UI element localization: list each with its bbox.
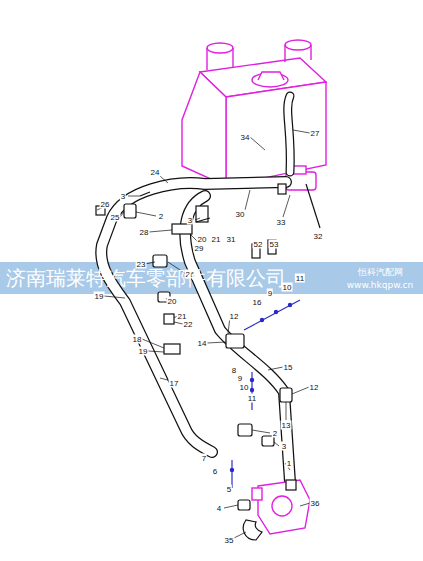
callout-number: 31 bbox=[226, 235, 237, 244]
callout-number: 3 bbox=[187, 216, 193, 225]
callout-number: 19 bbox=[94, 292, 105, 301]
callout-number: 12 bbox=[309, 383, 320, 392]
callout-number: 11 bbox=[247, 394, 257, 403]
callout-number: 21 bbox=[211, 235, 222, 244]
callout-number: 25 bbox=[110, 213, 121, 222]
leader-lines bbox=[97, 130, 310, 538]
callout-number: 6 bbox=[212, 467, 218, 476]
callout-number: 24 bbox=[150, 168, 161, 177]
fuel-pump bbox=[252, 480, 310, 534]
callout-number: 22 bbox=[183, 320, 194, 329]
watermark: www.hkqpw.cn bbox=[347, 280, 414, 291]
callout-number: 2 bbox=[272, 429, 278, 438]
fuel-tank bbox=[182, 40, 326, 190]
callout-number: 9 bbox=[237, 374, 243, 383]
callout-number: 32 bbox=[313, 232, 324, 241]
callout-number: 2 bbox=[158, 212, 164, 221]
callout-number: 1 bbox=[286, 459, 292, 468]
callout-number: 28 bbox=[139, 228, 150, 237]
callout-number: 10 bbox=[239, 383, 250, 392]
watermark-band bbox=[0, 262, 423, 294]
clamps bbox=[96, 184, 292, 446]
callout-number: 19 bbox=[138, 347, 149, 356]
callout-number: 3 bbox=[281, 442, 287, 451]
callout-number: 17 bbox=[169, 379, 180, 388]
callout-number: 29 bbox=[194, 244, 205, 253]
callout-number: 13 bbox=[281, 421, 292, 430]
callout-number: 36 bbox=[310, 499, 321, 508]
callout-number: 18 bbox=[132, 335, 143, 344]
callout-number: 26 bbox=[100, 200, 111, 209]
watermark: 济南瑞莱特汽车零部件有限公司 bbox=[6, 266, 286, 290]
callout-number: 11 bbox=[295, 274, 305, 283]
elbow bbox=[238, 480, 296, 540]
callout-number: 34 bbox=[240, 133, 251, 142]
callout-number: 7 bbox=[201, 454, 207, 463]
callout-number: 33 bbox=[276, 218, 287, 227]
callout-number: 5 bbox=[226, 485, 232, 494]
callout-number: 12 bbox=[229, 312, 240, 321]
callout-number: 53 bbox=[269, 240, 280, 249]
callout-number: 4 bbox=[216, 504, 222, 513]
callout-number: 15 bbox=[283, 363, 294, 372]
callout-number: 3 bbox=[120, 192, 126, 201]
callout-number: 35 bbox=[224, 536, 235, 545]
callout-number: 16 bbox=[252, 298, 263, 307]
callout-number: 20 bbox=[167, 297, 178, 306]
callout-number: 20 bbox=[197, 235, 208, 244]
bolts bbox=[140, 184, 320, 488]
callout-number: 30 bbox=[235, 210, 246, 219]
watermark: 恒科汽配网 bbox=[358, 267, 403, 278]
callout-number: 27 bbox=[310, 129, 321, 138]
callout-number: 52 bbox=[253, 240, 264, 249]
callout-number: 14 bbox=[197, 339, 208, 348]
